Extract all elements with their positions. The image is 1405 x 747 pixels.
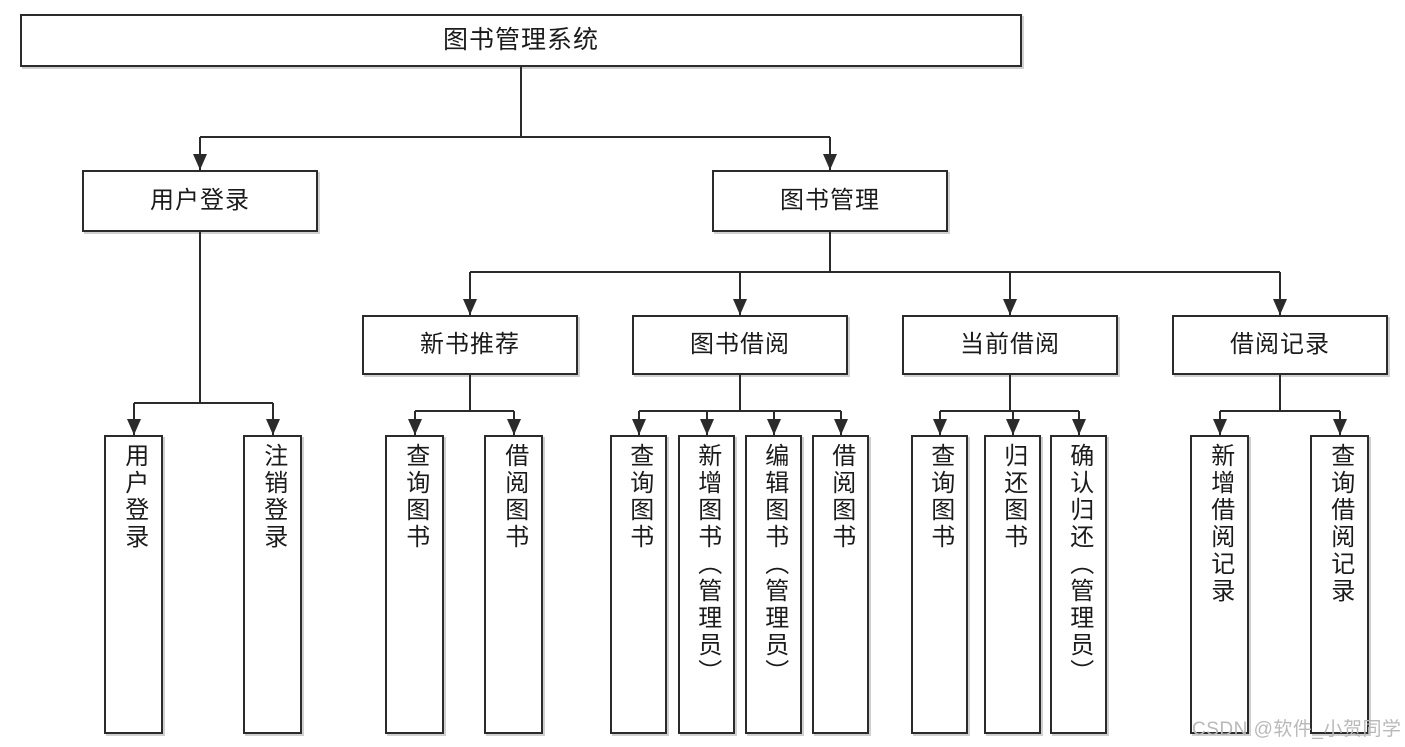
node-leaf-query-borrow-record[interactable]: 查询借阅记录 bbox=[1310, 435, 1369, 734]
connector-branch bbox=[469, 272, 471, 315]
arrow-head-icon bbox=[407, 419, 422, 435]
connector-bus bbox=[200, 136, 830, 138]
arrow-head-icon bbox=[1273, 299, 1287, 315]
arrow-head-icon bbox=[1005, 419, 1020, 435]
arrow-head-icon bbox=[733, 299, 747, 315]
arrow-head-icon bbox=[1003, 299, 1017, 315]
node-leaf-confirm-return-label: 确认归还（管理员） bbox=[1065, 443, 1093, 686]
arrow-head-icon bbox=[506, 419, 521, 435]
connector-trunk bbox=[829, 232, 831, 272]
node-leaf-user-login[interactable]: 用户登录 bbox=[104, 435, 163, 734]
node-leaf-add-book-admin-label: 新增图书（管理员） bbox=[693, 443, 721, 686]
node-book-manage[interactable]: 图书管理 bbox=[712, 170, 948, 232]
node-leaf-borrow-book-rec-label: 借阅图书 bbox=[500, 443, 528, 551]
connector-branch bbox=[1009, 272, 1011, 315]
connector-trunk bbox=[469, 375, 471, 411]
node-leaf-query-book-cur[interactable]: 查询图书 bbox=[911, 435, 968, 734]
node-leaf-user-logout[interactable]: 注销登录 bbox=[243, 435, 302, 734]
node-leaf-query-book-label: 查询图书 bbox=[625, 443, 653, 551]
node-leaf-add-borrow-record[interactable]: 新增借阅记录 bbox=[1190, 435, 1249, 734]
connector-bus bbox=[470, 271, 1280, 273]
node-leaf-return-book[interactable]: 归还图书 bbox=[984, 435, 1041, 734]
node-leaf-query-book[interactable]: 查询图书 bbox=[610, 435, 667, 734]
node-leaf-return-book-label: 归还图书 bbox=[999, 443, 1027, 551]
node-leaf-add-book-admin[interactable]: 新增图书（管理员） bbox=[678, 435, 735, 734]
node-leaf-query-borrow-record-label: 查询借阅记录 bbox=[1326, 443, 1354, 605]
arrow-head-icon bbox=[699, 419, 714, 435]
arrow-head-icon bbox=[1212, 419, 1227, 435]
node-book-borrow-label: 图书借阅 bbox=[690, 330, 790, 358]
arrow-head-icon bbox=[1332, 419, 1347, 435]
csdn-watermark: CSDN @软件_小贺同学 bbox=[1192, 719, 1402, 740]
node-root[interactable]: 图书管理系统 bbox=[20, 14, 1022, 67]
connector-bus bbox=[1219, 410, 1340, 412]
node-book-borrow[interactable]: 图书借阅 bbox=[632, 315, 848, 375]
node-leaf-edit-book-admin[interactable]: 编辑图书（管理员） bbox=[745, 435, 802, 734]
node-book-manage-label: 图书管理 bbox=[780, 186, 880, 214]
node-leaf-query-book-cur-label: 查询图书 bbox=[926, 443, 954, 551]
node-leaf-confirm-return[interactable]: 确认归还（管理员） bbox=[1050, 435, 1107, 734]
node-leaf-borrow-book[interactable]: 借阅图书 bbox=[812, 435, 869, 734]
connector-bus bbox=[638, 410, 841, 412]
node-current-borrow-label: 当前借阅 bbox=[960, 330, 1060, 358]
connector-branch bbox=[1279, 272, 1281, 315]
connector-branch bbox=[739, 272, 741, 315]
node-leaf-user-login-label: 用户登录 bbox=[120, 443, 148, 551]
node-root-label: 图书管理系统 bbox=[442, 25, 599, 54]
node-leaf-borrow-book-label: 借阅图书 bbox=[827, 443, 855, 551]
node-borrow-record[interactable]: 借阅记录 bbox=[1172, 315, 1388, 375]
node-new-book-rec-label: 新书推荐 bbox=[420, 330, 520, 358]
connector-trunk bbox=[739, 375, 741, 411]
connector-bus bbox=[939, 410, 1079, 412]
connector-bus bbox=[133, 402, 273, 404]
arrow-head-icon bbox=[126, 419, 141, 435]
arrow-head-icon bbox=[823, 154, 837, 170]
arrow-head-icon bbox=[932, 419, 947, 435]
node-new-book-rec[interactable]: 新书推荐 bbox=[362, 315, 578, 375]
node-leaf-user-logout-label: 注销登录 bbox=[259, 443, 287, 551]
connector-trunk bbox=[199, 232, 201, 403]
node-leaf-query-book-rec-label: 查询图书 bbox=[401, 443, 429, 551]
node-user-login-label: 用户登录 bbox=[150, 186, 250, 214]
node-leaf-query-book-rec[interactable]: 查询图书 bbox=[385, 435, 444, 734]
connector-trunk bbox=[520, 67, 522, 137]
arrow-head-icon bbox=[463, 299, 477, 315]
connector-trunk bbox=[1009, 375, 1011, 411]
connector-branch bbox=[829, 137, 831, 170]
node-user-login[interactable]: 用户登录 bbox=[82, 170, 318, 232]
arrow-head-icon bbox=[631, 419, 646, 435]
connector-branch bbox=[199, 137, 201, 170]
connector-bus bbox=[414, 410, 514, 412]
connector-trunk bbox=[1279, 375, 1281, 411]
arrow-head-icon bbox=[265, 419, 280, 435]
node-leaf-add-borrow-record-label: 新增借阅记录 bbox=[1206, 443, 1234, 605]
arrow-head-icon bbox=[833, 419, 848, 435]
node-leaf-edit-book-admin-label: 编辑图书（管理员） bbox=[760, 443, 788, 686]
node-borrow-record-label: 借阅记录 bbox=[1230, 330, 1330, 358]
arrow-head-icon bbox=[1071, 419, 1086, 435]
node-current-borrow[interactable]: 当前借阅 bbox=[902, 315, 1118, 375]
node-leaf-borrow-book-rec[interactable]: 借阅图书 bbox=[484, 435, 543, 734]
arrow-head-icon bbox=[193, 154, 207, 170]
arrow-head-icon bbox=[766, 419, 781, 435]
